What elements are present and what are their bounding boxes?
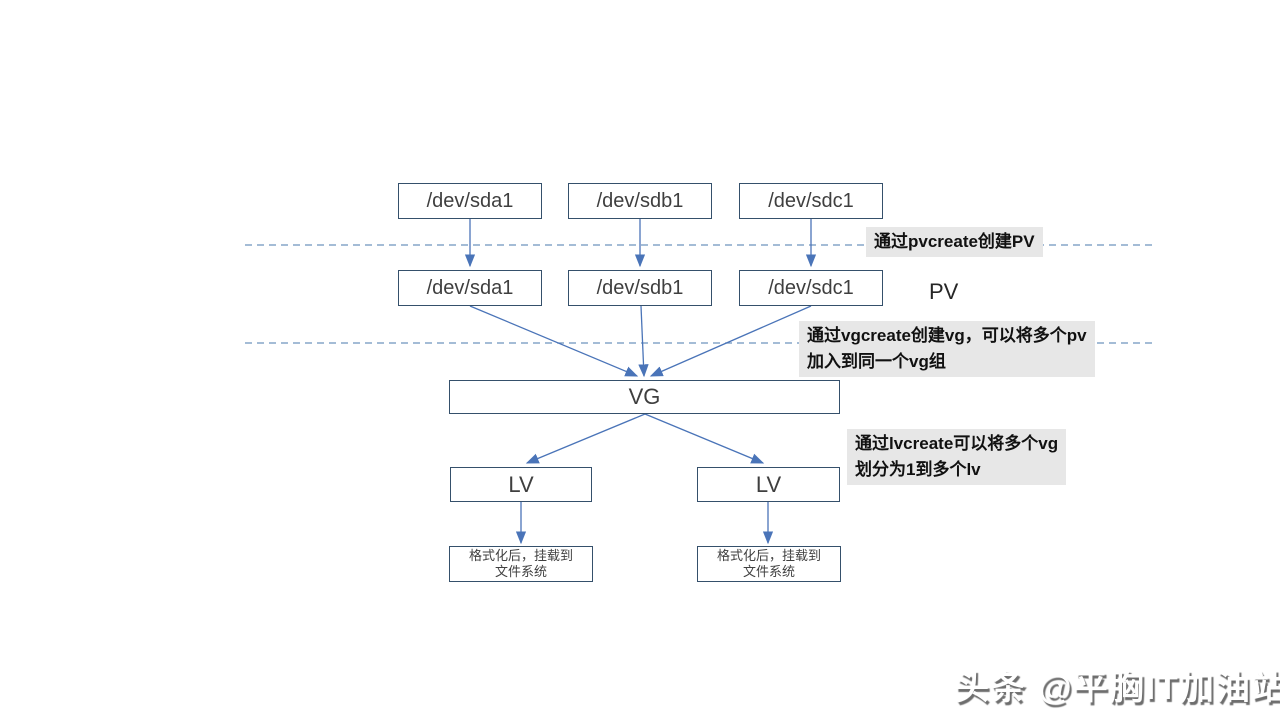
disk-box-sda1: /dev/sda1 (398, 183, 542, 219)
arrow-pv2-to-vg (638, 305, 649, 378)
note-lvcreate-line1: 通过lvcreate可以将多个vg (855, 434, 1059, 453)
note-pvcreate: 通过pvcreate创建PV (866, 227, 1043, 257)
lv-box-right: LV (697, 467, 840, 502)
arrow-pv3-to-vg (649, 305, 812, 377)
pv-box-sdc1: /dev/sdc1 (739, 270, 883, 306)
fs-box-right-line2: 文件系统 (742, 564, 795, 579)
fs-box-left: 格式化后，挂载到 文件系统 (449, 546, 593, 582)
arrow-pv1-to-vg (469, 305, 639, 377)
note-vgcreate-line1: 通过vgcreate创建vg，可以将多个pv (807, 326, 1087, 345)
fs-box-left-line2: 文件系统 (494, 564, 547, 579)
pv-box-sdb1: /dev/sdb1 (568, 270, 712, 306)
vg-box: VG (449, 380, 840, 414)
fs-box-right: 格式化后，挂载到 文件系统 (697, 546, 841, 582)
fs-box-left-line1: 格式化后，挂载到 (468, 548, 573, 563)
note-vgcreate: 通过vgcreate创建vg，可以将多个pv 加入到同一个vg组 (799, 321, 1095, 377)
note-lvcreate-line2: 划分为1到多个lv (855, 460, 981, 479)
fs-box-right-line1: 格式化后，挂载到 (716, 548, 821, 563)
arrow-vg-to-lv-right (644, 413, 765, 464)
lv-box-left: LV (450, 467, 592, 502)
disk-box-sdc1: /dev/sdc1 (739, 183, 883, 219)
note-lvcreate: 通过lvcreate可以将多个vg 划分为1到多个lv (847, 429, 1067, 485)
arrow-vg-to-lv-left (525, 413, 646, 464)
note-vgcreate-line2: 加入到同一个vg组 (807, 352, 946, 371)
disk-box-sdb1: /dev/sdb1 (568, 183, 712, 219)
toutiao-watermark: 头条 @平胸IT加油站 (955, 669, 1280, 707)
pv-row-label: PV (929, 279, 959, 304)
pv-box-sda1: /dev/sda1 (398, 270, 542, 306)
